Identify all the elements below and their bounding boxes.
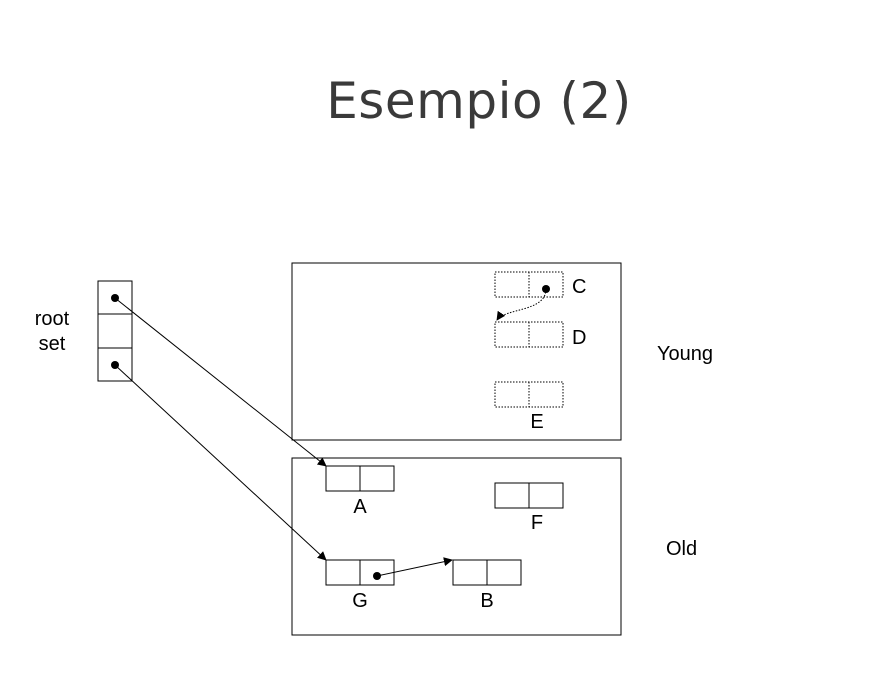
root-set [97, 280, 133, 382]
pointer-root-to-G [114, 364, 327, 561]
object-G [325, 559, 395, 586]
object-C [494, 271, 564, 298]
object-F-label: F [531, 512, 543, 534]
old-label: Old [666, 538, 697, 560]
young-label: Young [657, 343, 713, 365]
object-F [494, 482, 564, 509]
object-E-label: E [530, 411, 543, 433]
root-set-label-line1: root [35, 308, 70, 330]
object-E [494, 381, 564, 408]
object-D-label: D [572, 327, 586, 349]
slide-title: Esempio (2) [326, 72, 632, 130]
young-region [291, 262, 622, 441]
pointer-G-to-B [376, 557, 453, 577]
object-G-label: G [352, 590, 368, 612]
object-A-label: A [353, 496, 367, 518]
object-B-label: B [480, 590, 493, 612]
object-C-label: C [572, 276, 586, 298]
pointer-root-to-A [114, 297, 327, 467]
object-B [452, 559, 522, 586]
pointer-C-to-D [496, 288, 547, 321]
object-A [325, 465, 395, 492]
object-D [494, 321, 564, 348]
old-region [291, 457, 622, 636]
root-set-label-line2: set [39, 333, 66, 355]
